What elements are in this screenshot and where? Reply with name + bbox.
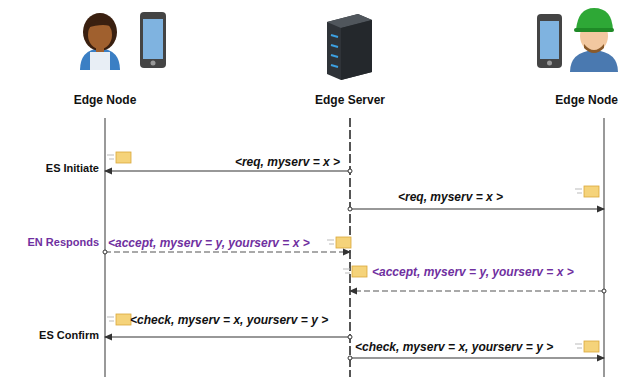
message-arrow [105,170,350,171]
message-arrow [105,336,350,337]
participant-name: Edge Server [315,93,385,107]
message-label: <accept, myserv = y, yourserv = x > [372,265,574,279]
phone-icon [537,14,562,68]
participant-header: Edge Server [315,93,385,107]
participant-name: Edge Node [555,93,618,107]
message-origin [348,207,352,211]
phase-label: EN Responds [27,236,99,248]
server-icon [327,14,372,80]
message-label: <check, myserv = x, yourserv = y > [130,313,328,327]
message-origin [103,250,107,254]
message-origin [348,335,352,339]
message-label: <req, myserv = x > [398,190,503,204]
lifeline [603,118,604,377]
woman-icon [80,13,120,70]
lifeline [104,118,105,377]
phase-label: ES Confirm [39,329,99,341]
participant-header: Edge Node [555,93,618,107]
message-origin [348,169,352,173]
message-label: <check, myserv = x, yourserv = y > [355,340,553,354]
message-arrow [350,357,604,358]
message-arrow [350,208,604,209]
participant-name: Edge Node [74,93,137,107]
message-arrow [350,290,604,291]
message-origin [348,356,352,360]
message-label: <accept, myserv = y, yourserv = x > [108,236,310,250]
message-origin [602,289,606,293]
message-arrow [105,251,350,252]
participant-header: Edge Node [74,93,137,107]
phase-label: ES Initiate [46,162,99,174]
message-label: <req, myserv = x > [235,155,340,169]
worker-icon [570,8,618,72]
phone-icon [140,12,166,68]
